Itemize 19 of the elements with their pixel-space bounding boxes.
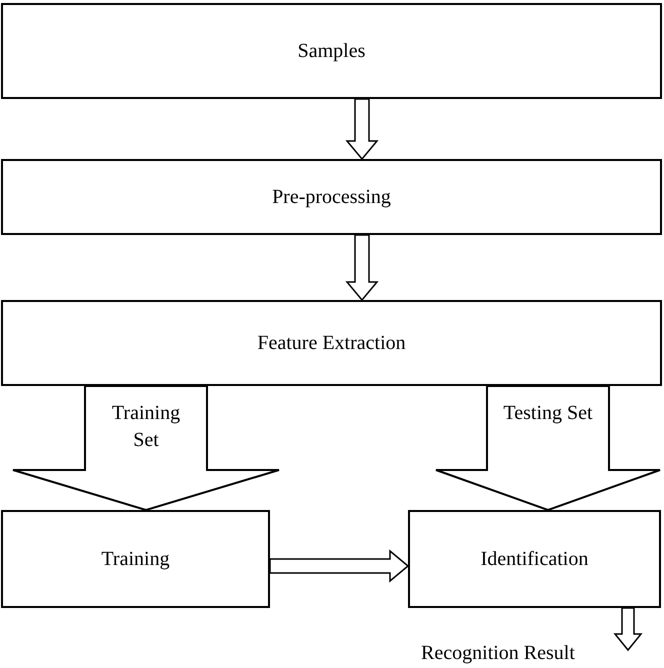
block-arrow <box>345 98 379 160</box>
box-label: Identification <box>480 548 588 570</box>
block-arrow <box>12 385 280 512</box>
block-arrow <box>613 607 643 652</box>
edge-label: Recognition Result <box>420 641 576 666</box>
box-label: Training <box>101 548 170 570</box>
block-arrow <box>345 234 379 302</box>
edge-label: Testing Set <box>503 401 593 426</box>
box-label: Feature Extraction <box>257 332 406 354</box>
block-arrow <box>269 549 410 583</box>
box-label: Samples <box>298 40 366 62</box>
process-box <box>1 159 662 235</box>
process-box <box>1 3 662 99</box>
process-box <box>1 300 662 386</box>
edge-label: Training Set <box>110 401 182 453</box>
box-label: Pre-processing <box>272 186 391 208</box>
process-box <box>1 510 270 608</box>
block-arrow <box>435 385 661 512</box>
process-box <box>408 510 661 608</box>
